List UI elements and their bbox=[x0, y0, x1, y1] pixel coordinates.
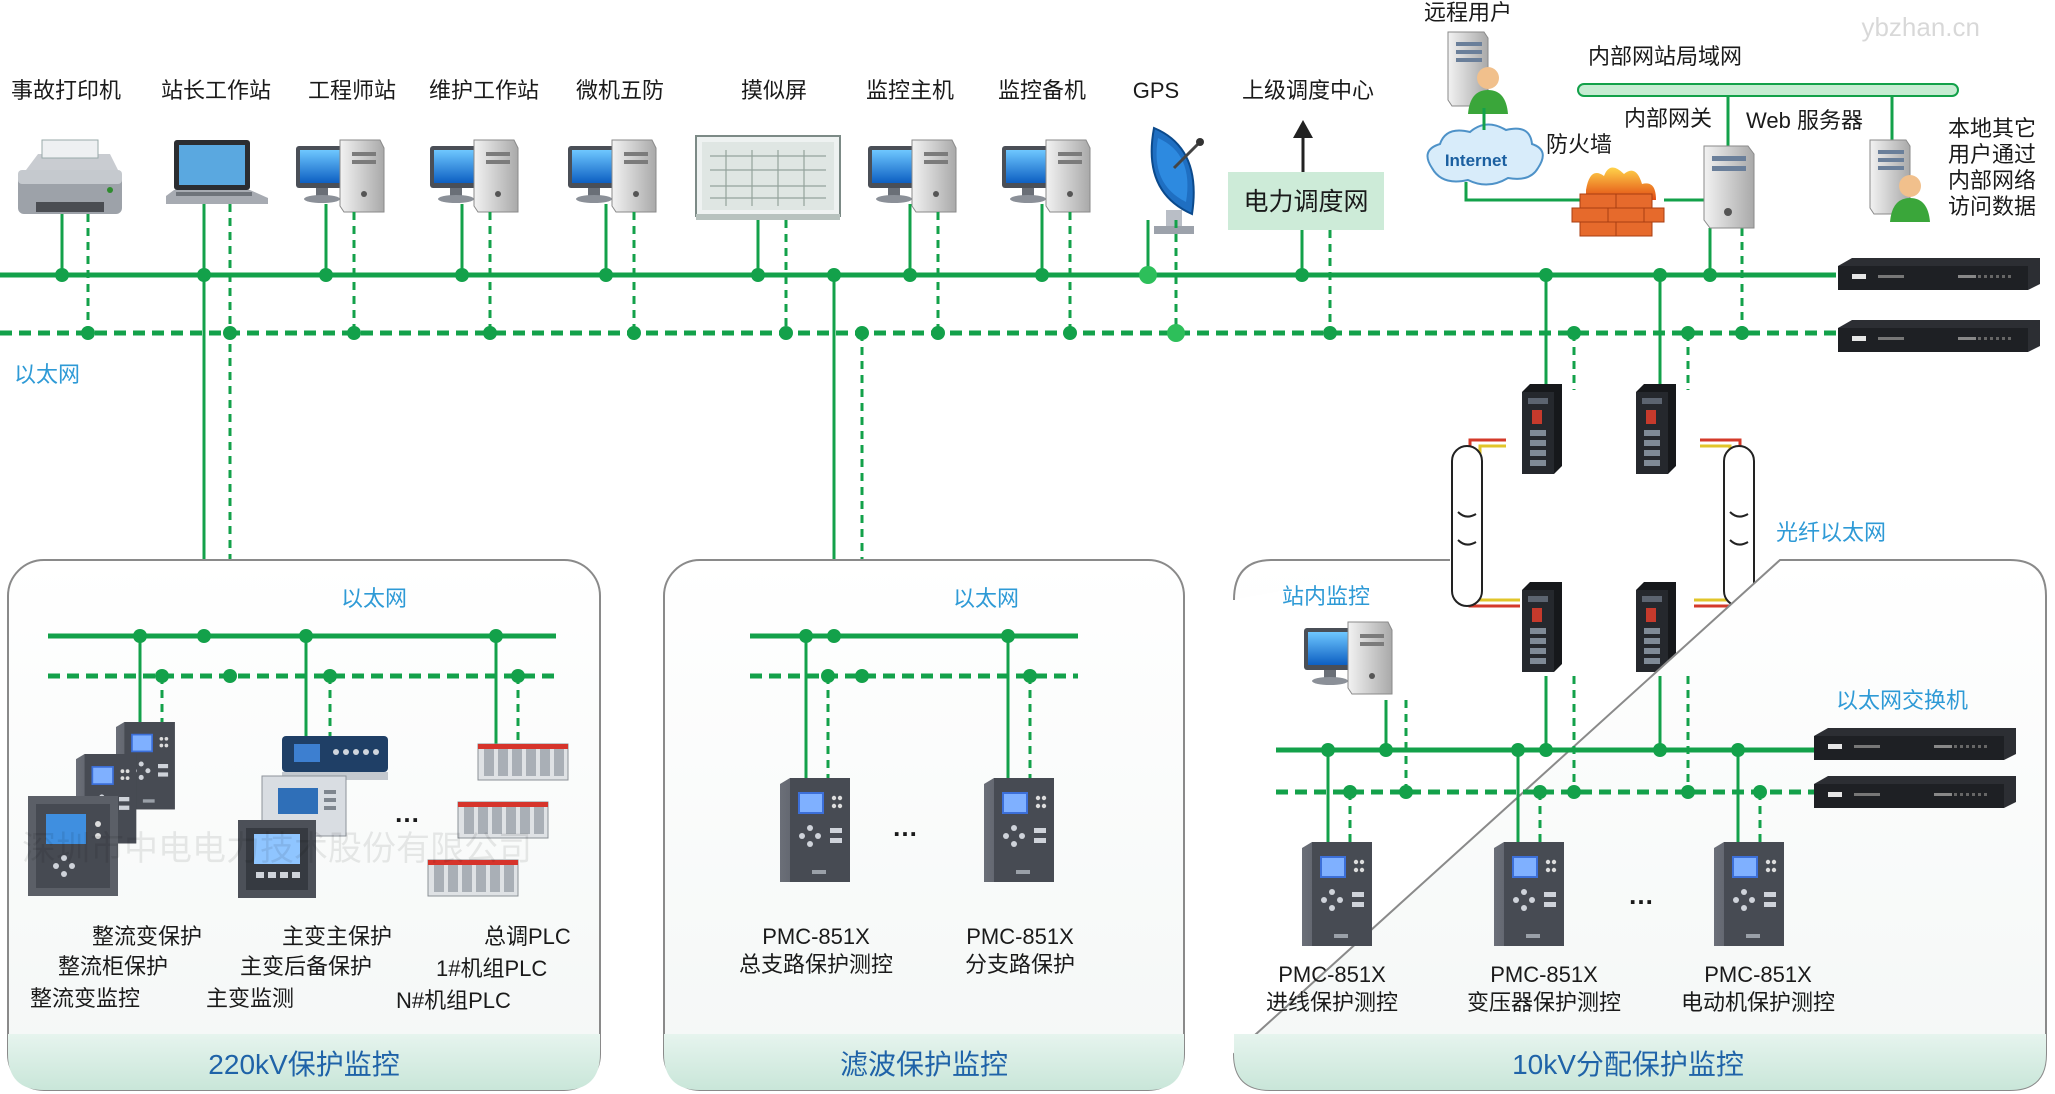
panel-10kv: 10kV分配保护监控 站内监控 以太网交换机 bbox=[1232, 559, 2047, 1091]
station-monitor-label: 站内监控 bbox=[1282, 584, 1370, 609]
local-users-line-2: 用户通过 bbox=[1948, 142, 2036, 167]
label-monitor-main: 监控主机 bbox=[866, 78, 954, 103]
label-engineer-station: 工程师站 bbox=[308, 78, 396, 103]
ellipsis: … bbox=[892, 812, 918, 842]
wufang-pc-icon bbox=[567, 139, 657, 213]
web-server-icon bbox=[1703, 145, 1755, 229]
local-user-icon bbox=[1869, 139, 1931, 223]
pmc-transformer-model: PMC-851X bbox=[1490, 962, 1598, 987]
maintenance-pc-icon bbox=[429, 139, 519, 213]
power-dispatch-net-label: 电力调度网 bbox=[1243, 188, 1368, 216]
pmc-incoming-model: PMC-851X bbox=[1278, 962, 1386, 987]
plc-icon bbox=[477, 743, 569, 781]
label-rectifier-cabinet-protection: 整流柜保护 bbox=[58, 954, 168, 979]
panel-filter-ethernet-label: 以太网 bbox=[953, 586, 1019, 611]
core-switch-1 bbox=[1838, 258, 2040, 290]
intranet-label: 内部网站局域网 bbox=[1588, 44, 1742, 69]
top-device-labels: 事故打印机 站长工作站 工程师站 维护工作站 微机五防 摸似屏 监控主机 监控备… bbox=[11, 78, 1374, 103]
remote-user-label: 远程用户 bbox=[1424, 0, 1512, 25]
watermark-site: ybzhan.cn bbox=[1861, 12, 1980, 42]
internet-label: Internet bbox=[1445, 151, 1508, 170]
panel-10kv-title: 10kV分配保护监控 bbox=[1512, 1049, 1744, 1080]
pmc-branch-desc: 分支路保护 bbox=[965, 952, 1075, 977]
fiber-switch-bottom-left bbox=[1522, 582, 1562, 672]
power-dispatch-net-box bbox=[1228, 172, 1384, 230]
label-main-transformer-monitor: 主变监测 bbox=[206, 986, 294, 1011]
intranet-bar bbox=[1577, 83, 1959, 97]
label-printer: 事故打印机 bbox=[11, 78, 121, 103]
top-drops bbox=[60, 204, 1744, 676]
monitor-backup-pc-icon bbox=[1001, 139, 1091, 213]
label-monitor-backup: 监控备机 bbox=[998, 78, 1086, 103]
ellipsis: … bbox=[1628, 880, 1654, 910]
gps-dish-icon bbox=[1150, 126, 1204, 234]
fiber-ring bbox=[1451, 438, 1755, 608]
plc-icon bbox=[427, 859, 519, 897]
remote-user-icon bbox=[1447, 31, 1509, 115]
switch-label: 以太网交换机 bbox=[1836, 688, 1968, 713]
fiber-switch-top-right bbox=[1636, 384, 1676, 474]
panel-220kv: 220kV保护监控 以太网 bbox=[7, 559, 601, 1091]
label-main-transformer-backup: 主变后备保护 bbox=[240, 954, 372, 979]
pmc-851x-branch-icon bbox=[984, 778, 1054, 882]
pmc-motor-model: PMC-851X bbox=[1704, 962, 1812, 987]
relay-large-icon bbox=[28, 796, 118, 896]
pmc-transformer-desc: 变压器保护测控 bbox=[1467, 990, 1621, 1015]
label-wufang: 微机五防 bbox=[576, 78, 664, 103]
core-switch-2 bbox=[1838, 320, 2040, 352]
station-switch-1 bbox=[1814, 728, 2016, 760]
meter-icon bbox=[238, 820, 316, 898]
label-plc-unit1: 1#机组PLC bbox=[436, 956, 547, 981]
firewall-icon bbox=[1571, 167, 1665, 237]
station-switch-2 bbox=[1814, 776, 2016, 808]
local-users-label: 本地其它 用户通过 内部网络 访问数据 bbox=[1948, 116, 2036, 219]
pmc-incoming-desc: 进线保护测控 bbox=[1266, 990, 1398, 1015]
fiber-switch-top-left bbox=[1522, 384, 1562, 474]
pmc-851x-transformer-icon bbox=[1494, 842, 1564, 946]
pmc-851x-motor-icon bbox=[1714, 842, 1784, 946]
mimic-screen-icon bbox=[695, 135, 841, 220]
monitor-unit-icon bbox=[282, 736, 388, 780]
engineer-pc-icon bbox=[295, 139, 385, 213]
laptop-icon bbox=[166, 140, 268, 204]
ellipsis: … bbox=[394, 798, 420, 828]
watermark-company: 深圳市中电电力技术股份有限公司 bbox=[22, 830, 532, 868]
gateway-label: 内部网关 bbox=[1624, 106, 1712, 131]
station-monitor-pc-icon bbox=[1303, 621, 1393, 695]
label-main-transformer-protection: 主变主保护 bbox=[282, 924, 392, 949]
label-plc-unitn: N#机组PLC bbox=[396, 988, 511, 1013]
label-maintenance-station: 维护工作站 bbox=[429, 78, 539, 103]
label-plc-main: 总调PLC bbox=[484, 924, 571, 949]
panel-filter: 滤波保护监控 以太网 … PMC-851X 总支路保护测控 PMC-851X 分… bbox=[663, 559, 1185, 1091]
pmc-851x-incoming-icon bbox=[1302, 842, 1372, 946]
monitor-main-pc-icon bbox=[867, 139, 957, 213]
internet-cloud-icon: Internet bbox=[1426, 123, 1544, 186]
plc-icon bbox=[457, 801, 549, 839]
label-rectifier-transformer-monitor: 整流变监控 bbox=[30, 986, 140, 1011]
web-server-label: Web 服务器 bbox=[1746, 108, 1863, 133]
label-mimic-screen: 摸似屏 bbox=[741, 78, 807, 103]
fiber-ethernet-label: 光纤以太网 bbox=[1776, 520, 1886, 545]
pmc-motor-desc: 电动机保护测控 bbox=[1681, 990, 1835, 1015]
label-rectifier-transformer-protection: 整流变保护 bbox=[92, 924, 202, 949]
panel-220kv-ethernet-label: 以太网 bbox=[341, 586, 407, 611]
local-users-line-3: 内部网络 bbox=[1948, 168, 2036, 193]
label-dispatch-center: 上级调度中心 bbox=[1242, 78, 1374, 103]
printer-icon bbox=[18, 139, 122, 214]
panel-filter-title: 滤波保护监控 bbox=[840, 1049, 1008, 1080]
local-users-line-1: 本地其它 bbox=[1948, 116, 2036, 141]
pmc-main-desc: 总支路保护测控 bbox=[739, 952, 893, 977]
firewall-label: 防火墙 bbox=[1546, 132, 1612, 157]
pmc-main-model: PMC-851X bbox=[762, 924, 870, 949]
local-users-line-4: 访问数据 bbox=[1948, 194, 2036, 219]
ethernet-label-top: 以太网 bbox=[14, 362, 80, 387]
panel-220kv-title: 220kV保护监控 bbox=[208, 1049, 399, 1080]
pmc-851x-main-icon bbox=[780, 778, 850, 882]
top-bus-nodes bbox=[55, 266, 1749, 342]
label-gps: GPS bbox=[1133, 78, 1179, 103]
label-laptop: 站长工作站 bbox=[161, 78, 271, 103]
pmc-branch-model: PMC-851X bbox=[966, 924, 1074, 949]
